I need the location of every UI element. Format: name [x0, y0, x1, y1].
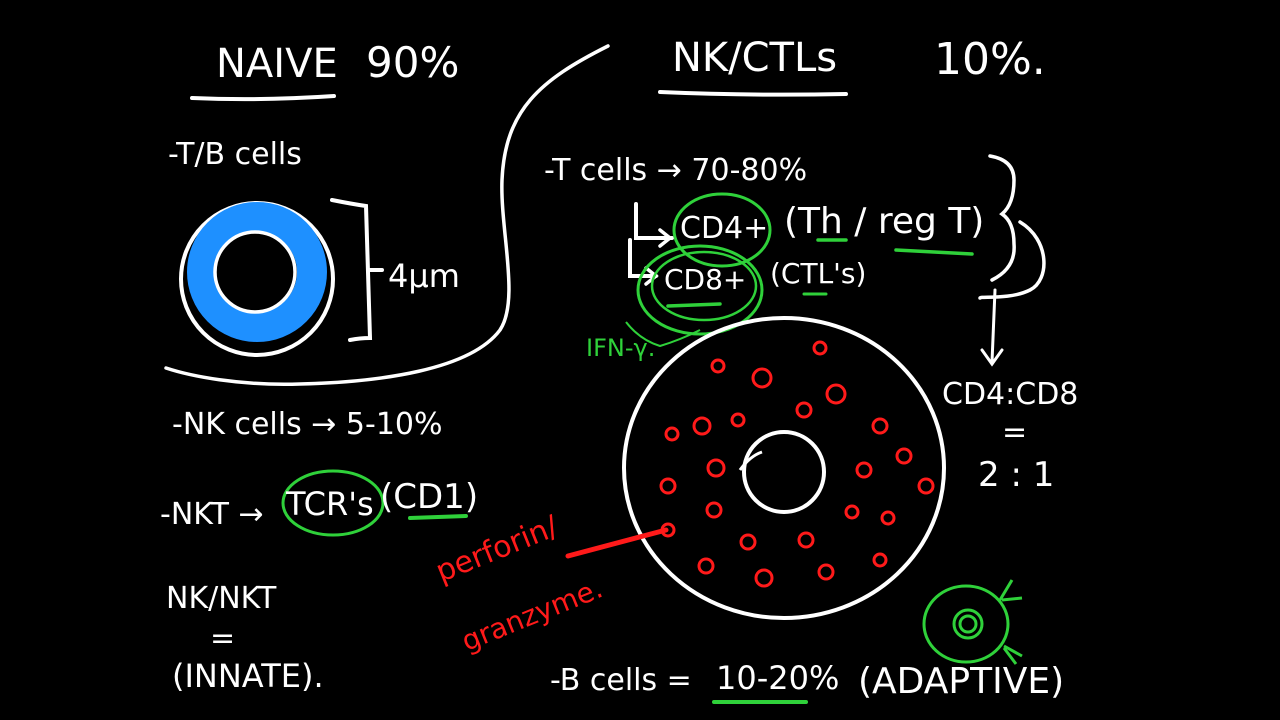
size-label: 4μm: [388, 257, 460, 295]
naive-underline: [190, 94, 336, 102]
section-divider-curve: [164, 44, 610, 387]
nk-ctls-percent: 10%.: [934, 34, 1046, 85]
nkt-label: -NKT →: [160, 497, 264, 532]
innate-label: (INNATE).: [172, 657, 324, 695]
perforin-pointer-line: [565, 527, 669, 559]
cd4-label: CD4+: [680, 211, 769, 246]
naive-percent: 90%: [366, 38, 460, 87]
b-cells-value: 10-20%: [716, 659, 840, 697]
ratio-value: 2 : 1: [978, 455, 1055, 495]
tb-cells-label: -T/B cells: [168, 137, 302, 172]
ctls-label: (CTL's): [770, 257, 867, 290]
granules-icon: [659, 340, 935, 588]
arrow-to-ratio: [990, 288, 997, 364]
b-cells-label: -B cells =: [550, 663, 692, 698]
cd8-hook-arrow: [628, 238, 658, 278]
ratio-equals: =: [1002, 415, 1028, 450]
ifn-gamma-label: IFN-γ.: [586, 334, 656, 362]
small-cell-icon: [922, 579, 1023, 665]
cd4-highlight: [672, 192, 772, 268]
cd8-label: CD8+: [664, 263, 747, 296]
nk-ctls-underline: [658, 90, 848, 97]
innate-equals: =: [210, 621, 236, 656]
cd1-label: (CD1): [380, 477, 479, 517]
size-bracket: [330, 198, 384, 342]
nk-ctls-heading: NK/CTLs: [672, 35, 838, 81]
cd4-hook-arrow: [634, 202, 674, 240]
cytotoxic-cell-icon: [622, 316, 946, 620]
naive-heading: NAIVE: [216, 41, 338, 87]
adaptive-label: (ADAPTIVE): [858, 661, 1065, 702]
nk-nkt-label: NK/NKT: [166, 581, 277, 616]
naive-cell-icon: [179, 201, 335, 357]
nk-cells-label: -NK cells → 5-10%: [172, 407, 443, 442]
cd8-highlight: [636, 244, 764, 336]
ratio-label: CD4:CD8: [942, 377, 1079, 412]
th-treg-label: (Th / reg T): [784, 201, 985, 242]
t-cells-label: -T cells → 70-80%: [544, 153, 808, 188]
brace-icon: [988, 154, 1016, 282]
tcr-highlight: [281, 469, 385, 537]
tcr-label: TCR's: [286, 485, 374, 523]
